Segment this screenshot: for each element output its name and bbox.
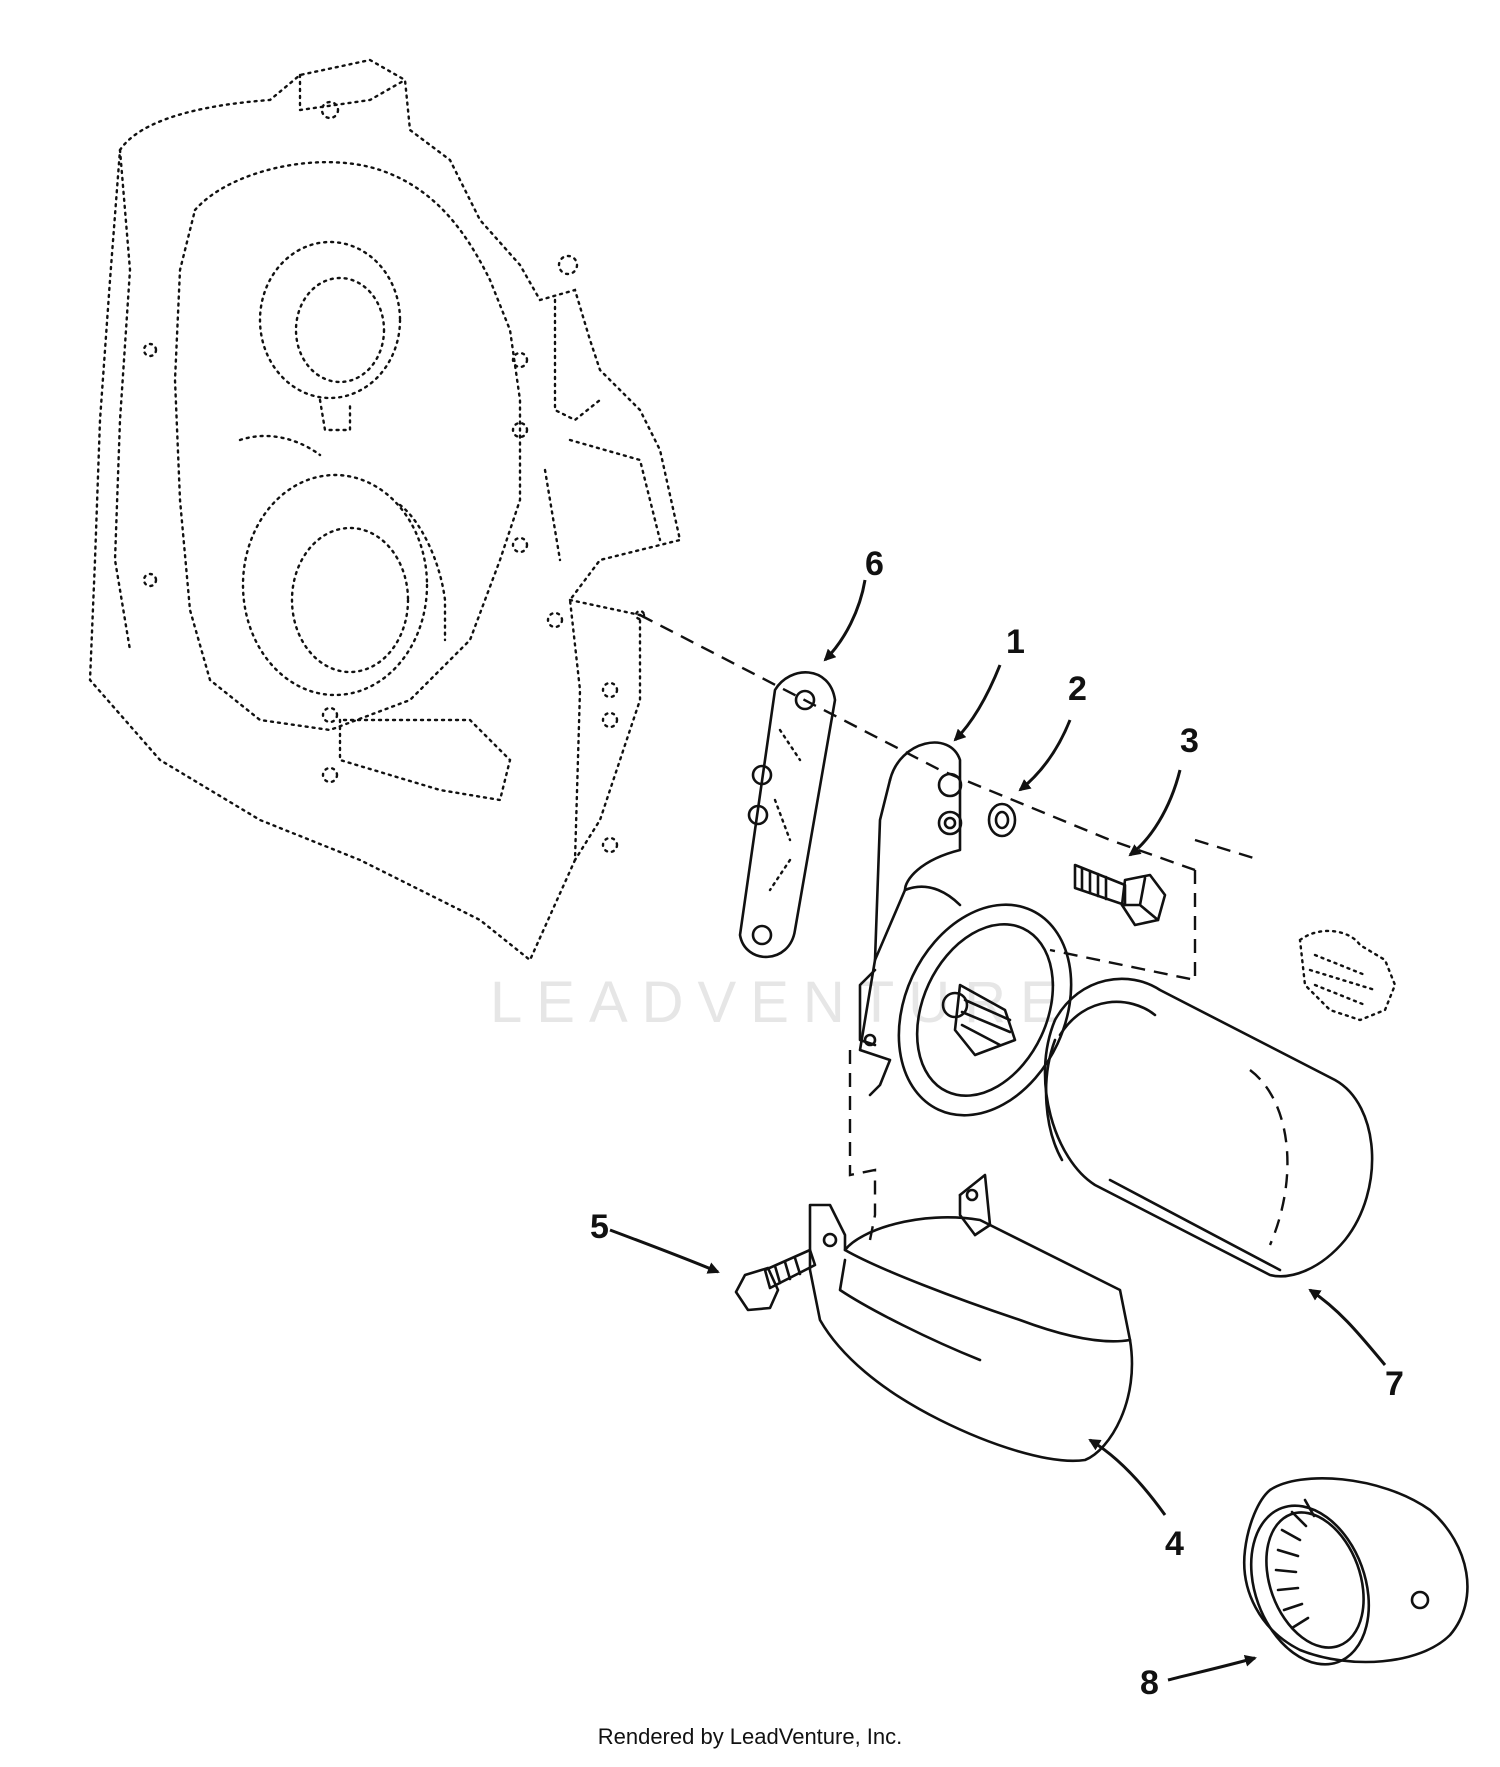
callout-1: 1 [1006,623,1025,661]
callout-5: 5 [590,1208,609,1246]
gasket-part-6 [738,671,837,959]
filter-guard-part-4 [808,1173,1134,1463]
oil-fitting-phantom [1298,929,1397,1022]
watermark: LEADVENTURE [490,970,1073,1035]
engine-gear-cover-phantom [88,58,682,962]
callout-8: 8 [1140,1664,1159,1702]
render-credit: Rendered by LeadVenture, Inc. [597,1724,903,1749]
washer-part-2 [987,802,1017,838]
callout-3: 3 [1180,722,1199,760]
assembly-centre-lines [639,613,1261,1241]
capscrew-part-3 [1073,863,1167,927]
oil-fill-cap-part-8 [1242,1477,1469,1666]
callout-7: 7 [1385,1365,1404,1403]
callout-2: 2 [1068,670,1087,708]
callout-labels: 1 2 3 4 5 6 7 8 [590,545,1404,1702]
capscrew-part-5 [734,1248,817,1312]
callout-6: 6 [865,545,884,583]
oil-filter-part-7 [1043,977,1374,1278]
callout-4: 4 [1165,1525,1184,1563]
filter-adapter-part-1 [858,741,1073,1117]
callout-arrows [609,579,1387,1682]
